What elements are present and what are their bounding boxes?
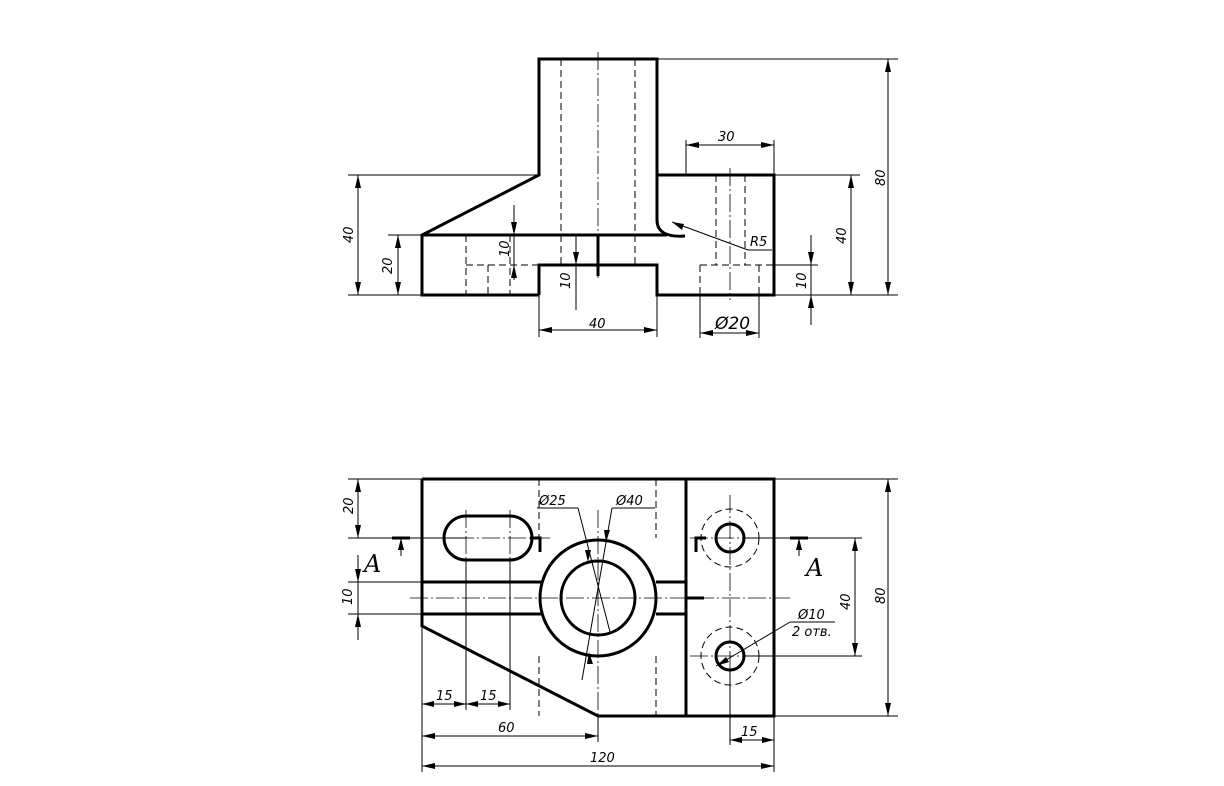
dim-front-slot-depth: 10 <box>498 240 513 257</box>
dim-front-bore-diameter: Ø20 <box>714 314 750 334</box>
dim-top-slot-pos-1: 15 <box>436 689 453 704</box>
dim-top-chamfer-end: 60 <box>498 721 515 736</box>
dim-front-recess-width: 40 <box>589 317 606 332</box>
section-label-right: A <box>804 554 823 582</box>
dim-top-slot-offset: 20 <box>342 497 357 514</box>
dim-top-hole-diameter: Ø10 <box>797 608 825 623</box>
dim-front-left-height: 40 <box>342 226 357 243</box>
dim-front-fillet: R5 <box>750 235 767 250</box>
top-view: A A <box>341 477 898 772</box>
dim-front-right-height: 40 <box>835 227 850 244</box>
dim-top-bore-outer: Ø40 <box>615 494 643 509</box>
dim-front-height-total: 80 <box>874 169 889 186</box>
dim-front-counterbore-width: 30 <box>718 130 735 145</box>
dim-front-recess-depth: 10 <box>559 272 574 289</box>
dim-top-bore-inner: Ø25 <box>538 494 566 509</box>
dim-top-depth-total: 80 <box>874 587 889 604</box>
front-fillet <box>655 176 686 238</box>
note-hole-count: 2 отв. <box>792 625 832 640</box>
dim-top-slot-pos-2: 15 <box>480 689 497 704</box>
dim-top-hole-spacing: 40 <box>839 593 854 610</box>
dim-top-hole-edge-offset: 15 <box>741 725 758 740</box>
section-label-left: A <box>362 550 381 578</box>
front-view: 80 40 20 10 10 40 30 40 R5 10 Ø20 <box>342 52 898 338</box>
dim-top-rib-width: 10 <box>341 588 356 605</box>
dim-top-width-total: 120 <box>590 751 615 766</box>
dim-front-left-step: 20 <box>381 257 396 274</box>
dim-front-right-step: 10 <box>795 272 810 289</box>
